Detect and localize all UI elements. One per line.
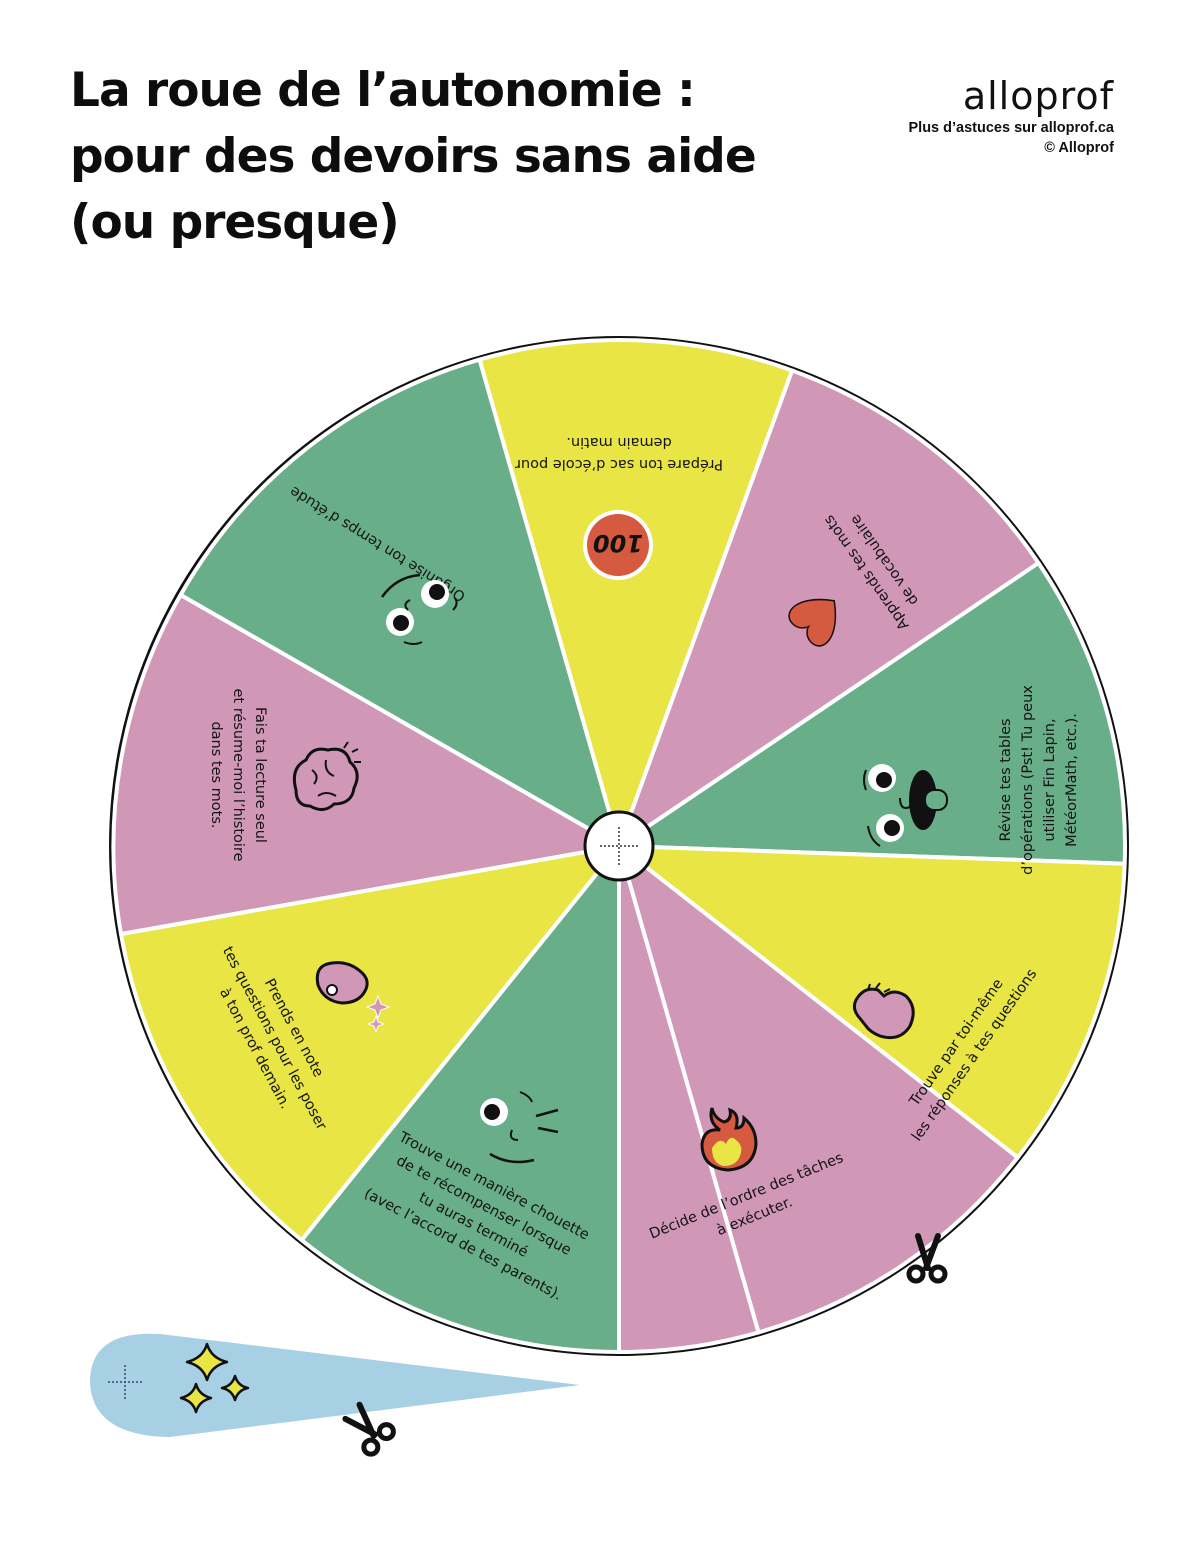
svg-text:et résume-moi l’histoire: et résume-moi l’histoire: [230, 689, 246, 862]
wheel-segment-reading: [111, 592, 621, 936]
title-line-2: pour des devoirs sans aide: [70, 129, 757, 184]
svg-text:demain matin.: demain matin.: [566, 434, 672, 450]
svg-text:dans tes mots.: dans tes mots.: [208, 721, 224, 828]
brand-block: alloprof Plus d’astuces sur alloprof.ca …: [909, 74, 1115, 158]
wheel-segment-reward: [299, 844, 621, 1354]
segment-label-multiplication-tables: Révise tes tables d’opérations (Pst! Tu …: [998, 685, 1080, 875]
fire-icon: [700, 1107, 758, 1172]
svg-text:Fais ta lecture seul: Fais ta lecture seul: [252, 707, 268, 843]
svg-text:utiliser Fin Lapin,: utiliser Fin Lapin,: [1042, 718, 1058, 841]
alloprof-logo: alloprof: [962, 74, 1114, 118]
title-line-1: La roue de l’autonomie :: [70, 63, 696, 118]
wheel-pointer[interactable]: [90, 1333, 580, 1437]
wheel-segment-multiplication-tables: [617, 561, 1128, 866]
winking-face-icon: [480, 1091, 559, 1164]
hundred-points-icon: 100: [583, 510, 653, 580]
svg-text:100: 100: [593, 529, 643, 557]
sparkles-icon: [179, 1342, 250, 1414]
svg-text:MétéorMath, etc.).: MétéorMath, etc.).: [1064, 713, 1080, 847]
wheel-segment-prepare-bag: [477, 338, 795, 848]
brand-copyright: © Alloprof: [1044, 140, 1114, 156]
wheel-hub[interactable]: [583, 810, 655, 882]
wheel-segment-note-questions: [119, 844, 621, 1243]
brain-icon: [292, 741, 361, 811]
tongue-face-icon: [863, 764, 948, 847]
thinking-face-icon: [380, 573, 458, 645]
segment-label-prepare-bag: Prépare ton sac d’école pour demain mati…: [515, 434, 723, 472]
segment-label-reading: Fais ta lecture seul et résume-moi l’his…: [208, 689, 268, 862]
svg-text:Révise tes tables: Révise tes tables: [998, 718, 1014, 841]
title-line-3: (ou presque): [70, 195, 400, 250]
page-title: La roue de l’autonomie : pour des devoir…: [70, 58, 830, 256]
ok-hand-sparkles-icon: [315, 961, 391, 1034]
scissors-icon: [906, 1233, 948, 1284]
heart-icon: [788, 598, 837, 647]
wheel-segment-task-order: [617, 844, 1020, 1335]
svg-text:d’opérations (Pst! Tu peux: d’opérations (Pst! Tu peux: [1020, 685, 1036, 875]
flexed-biceps-icon: [852, 982, 915, 1040]
scissors-icon: [342, 1401, 396, 1457]
wheel-segment-organize-time: [178, 357, 621, 848]
brand-tagline: Plus d’astuces sur alloprof.ca: [908, 120, 1115, 136]
svg-text:Prépare ton sac d’école pour: Prépare ton sac d’école pour: [515, 456, 723, 472]
pointer-crosshair-icon: [108, 1365, 142, 1399]
